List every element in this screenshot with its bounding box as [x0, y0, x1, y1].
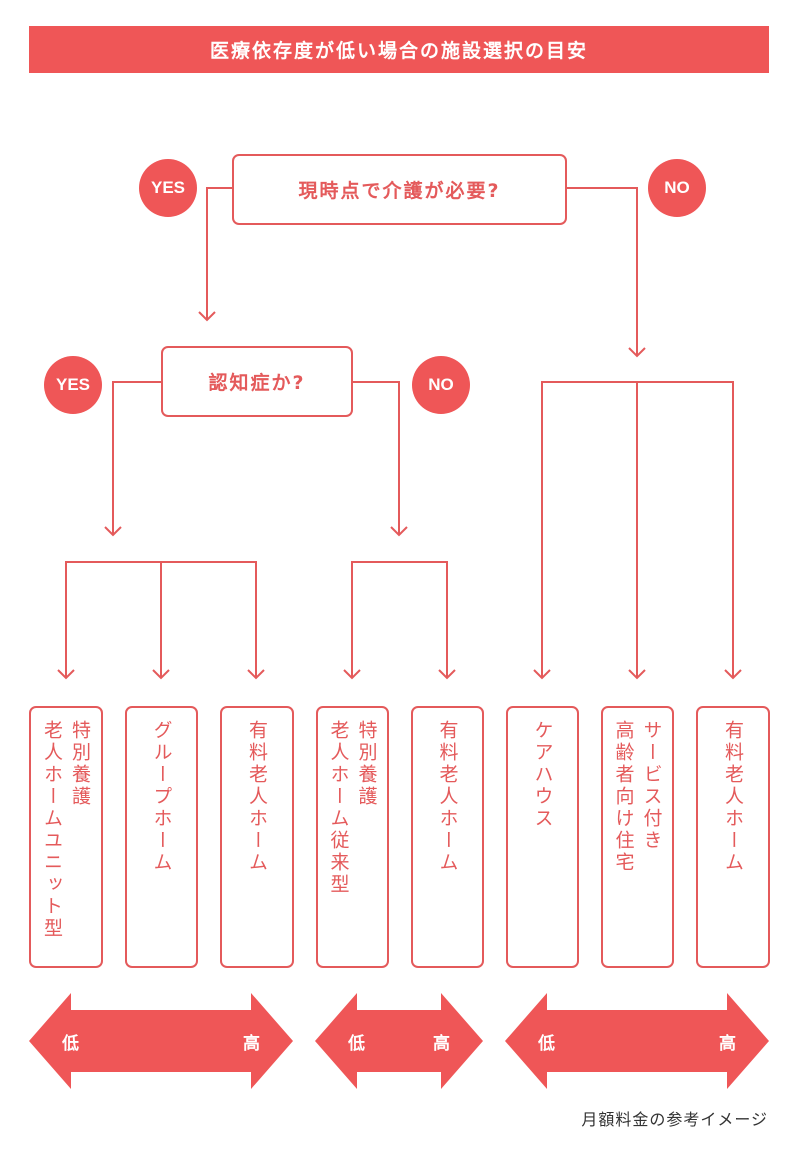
facility-box-yuryo-3: 有料老人ホーム	[696, 706, 770, 968]
title-text: 医療依存度が低い場合の施設選択の目安	[209, 40, 588, 62]
cost-high-label: 高	[243, 1034, 260, 1054]
yes-branch-distributor	[65, 561, 257, 678]
cost-range-2: 低 高	[315, 993, 483, 1089]
facility-label-line: ケアハウス	[531, 720, 554, 830]
arrowhead-7	[628, 669, 646, 680]
q2-no-label: NO	[428, 375, 454, 394]
q1-yes-label: YES	[150, 178, 186, 197]
question-dementia: 認知症か?	[161, 346, 353, 417]
facility-label-line: 有料老人ホーム	[722, 720, 744, 874]
q1-yes-badge: YES	[139, 159, 197, 217]
q1-text: 現時点で介護が必要?	[298, 180, 501, 202]
arrowhead-5	[438, 669, 456, 680]
facility-label-line: 特別養護	[355, 720, 378, 808]
cost-low-label: 低	[538, 1034, 555, 1054]
q2-no-connector	[352, 381, 400, 535]
facility-box-sakoju: サービス付き 高齢者向け住宅	[601, 706, 674, 968]
q2-yes-badge: YES	[44, 356, 102, 414]
question-care-needed: 現時点で介護が必要?	[232, 154, 567, 225]
arrowhead-6	[533, 669, 551, 680]
arrowhead-4	[343, 669, 361, 680]
cost-high-label: 高	[433, 1034, 450, 1054]
arrowhead-8	[724, 669, 742, 680]
cost-low-label: 低	[62, 1034, 79, 1054]
arrowhead-3	[247, 669, 265, 680]
q1-no-arrowhead	[628, 347, 646, 358]
arrowhead-1	[57, 669, 75, 680]
title-bar: 医療依存度が低い場合の施設選択の目安	[29, 26, 769, 73]
facility-label-line: 有料老人ホーム	[436, 720, 459, 874]
facility-label-line: 有料老人ホーム	[246, 720, 268, 874]
facility-label-line: 老人ホームユニット型	[41, 720, 63, 940]
q2-text: 認知症か?	[208, 372, 306, 394]
facility-box-yuryo-1: 有料老人ホーム	[220, 706, 294, 968]
q2-yes-arrowhead	[104, 526, 122, 537]
facility-box-tokuyou-conventional: 特別養護 老人ホーム従来型	[316, 706, 389, 968]
cost-high-label: 高	[719, 1034, 736, 1054]
q1-no-connector	[566, 187, 638, 356]
facility-label-line: サービス付き	[640, 720, 663, 852]
q1-no-label: NO	[664, 178, 690, 197]
q1-yes-arrowhead	[198, 311, 216, 322]
arrowhead-2	[152, 669, 170, 680]
q2-no-arrowhead	[390, 526, 408, 537]
facility-label-line: 特別養護	[69, 720, 91, 808]
facility-label-line: 高齢者向け住宅	[612, 720, 635, 874]
dementia-no-distributor	[351, 561, 448, 678]
facility-box-care-house: ケアハウス	[506, 706, 579, 968]
q1-yes-connector	[206, 187, 232, 320]
cost-range-arrow-3	[505, 993, 769, 1089]
q2-no-badge: NO	[412, 356, 470, 414]
cost-range-1: 低 高	[29, 993, 293, 1089]
q1-no-badge: NO	[648, 159, 706, 217]
facility-box-tokuyou-unit: 特別養護 老人ホームユニット型	[29, 706, 103, 968]
cost-range-arrow-1	[29, 993, 293, 1089]
facility-label-line: グループホーム	[150, 720, 173, 874]
cost-caption: 月額料金の参考イメージ	[581, 1110, 768, 1129]
cost-range-arrow-2	[315, 993, 483, 1089]
facility-box-yuryo-2: 有料老人ホーム	[411, 706, 484, 968]
no-branch-distributor	[541, 381, 734, 678]
cost-range-3: 低 高	[505, 993, 769, 1089]
q2-yes-label: YES	[55, 375, 91, 394]
facility-label-line: 老人ホーム従来型	[327, 720, 350, 896]
facility-box-group-home: グループホーム	[125, 706, 198, 968]
cost-low-label: 低	[348, 1034, 365, 1054]
q2-yes-connector	[112, 381, 161, 535]
